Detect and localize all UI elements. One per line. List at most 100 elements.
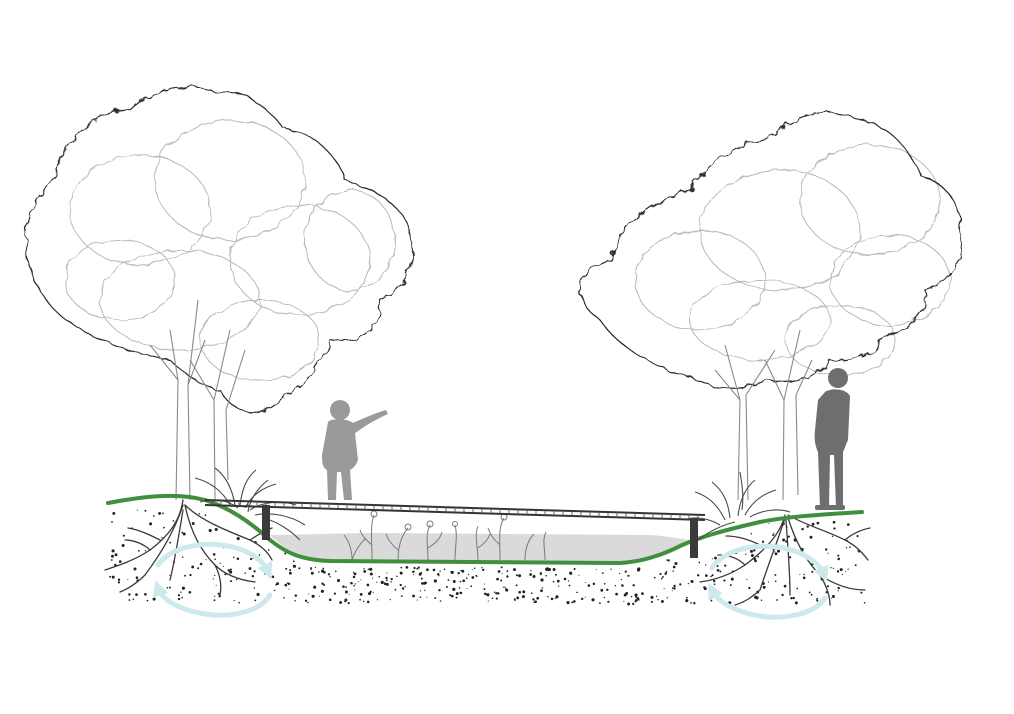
- soil-speck: [496, 578, 499, 581]
- soil-speck: [569, 585, 571, 587]
- soil-speck: [419, 573, 422, 576]
- soil-speck: [363, 570, 366, 573]
- soil-speck: [446, 586, 448, 588]
- soil-speck: [540, 589, 543, 592]
- soil-speck: [795, 601, 798, 604]
- soil-speck: [230, 569, 232, 571]
- soil-speck: [339, 601, 342, 604]
- soil-speck: [182, 587, 185, 590]
- soil-speck: [360, 579, 361, 580]
- soil-speck: [348, 602, 350, 604]
- soil-speck: [637, 568, 640, 571]
- soil-speck: [710, 600, 712, 602]
- soil-speck: [564, 578, 567, 581]
- soil-speck: [673, 566, 676, 569]
- soil-speck: [699, 562, 701, 564]
- soil-speck: [745, 553, 746, 554]
- soil-speck: [753, 549, 755, 551]
- soil-speck: [460, 581, 462, 583]
- soil-speck: [161, 537, 162, 538]
- soil-speck: [401, 595, 403, 597]
- soil-speck: [588, 584, 591, 587]
- soil-speck: [433, 569, 436, 572]
- soil-speck: [323, 571, 326, 574]
- soil-speck: [607, 601, 609, 603]
- soil-speck: [230, 580, 232, 582]
- soil-speck: [127, 579, 128, 580]
- soil-speck: [313, 586, 316, 589]
- soil-speck: [471, 576, 474, 579]
- soil-speck: [421, 578, 423, 580]
- soil-speck: [713, 580, 715, 582]
- soil-speck: [214, 596, 215, 597]
- soil-speck: [237, 558, 240, 561]
- soil-speck: [750, 550, 753, 553]
- soil-speck: [315, 567, 316, 568]
- soil-speck: [285, 568, 287, 570]
- soil-speck: [748, 587, 750, 589]
- soil-speck: [555, 574, 557, 576]
- soil-speck: [513, 568, 516, 571]
- soil-speck: [449, 594, 451, 596]
- soil-speck: [690, 602, 692, 604]
- soil-speck: [751, 533, 753, 535]
- soil-speck: [169, 575, 170, 576]
- soil-speck: [145, 550, 146, 551]
- soil-speck: [547, 596, 549, 598]
- soil-speck: [801, 528, 803, 530]
- soil-speck: [329, 576, 330, 577]
- soil-speck: [423, 583, 425, 585]
- soil-speck: [384, 582, 387, 585]
- soil-speck: [719, 571, 721, 573]
- soil-speck: [223, 566, 224, 567]
- soil-speck: [553, 568, 556, 571]
- soil-speck: [424, 590, 425, 591]
- soil-speck: [181, 597, 183, 599]
- soil-speck: [205, 559, 206, 560]
- soil-speck: [672, 570, 674, 572]
- soil-speck: [254, 587, 256, 589]
- soil-speck: [470, 585, 472, 587]
- soil-speck: [249, 567, 252, 570]
- soil-speck: [518, 574, 521, 577]
- soil-speck: [507, 570, 509, 572]
- soil-speck: [321, 590, 324, 593]
- soil-speck: [390, 599, 391, 600]
- soil-speck: [458, 572, 460, 574]
- left-trunks: [150, 300, 245, 500]
- soil-speck: [254, 600, 256, 602]
- soil-speck: [827, 585, 829, 587]
- soil-speck: [777, 550, 780, 553]
- soil-speck: [672, 590, 673, 591]
- soil-speck: [115, 553, 118, 556]
- soil-speck: [456, 592, 459, 595]
- soil-speck: [133, 567, 136, 570]
- soil-speck: [205, 514, 207, 516]
- soil-speck: [621, 579, 622, 580]
- soil-speck: [111, 521, 113, 523]
- soil-speck: [516, 596, 519, 599]
- soil-speck: [144, 593, 147, 596]
- soil-speck: [370, 591, 372, 593]
- soil-speck: [363, 568, 364, 569]
- soil-speck: [344, 600, 346, 602]
- soil-speck: [496, 598, 498, 600]
- soil-speck: [413, 567, 415, 569]
- soil-speck: [656, 596, 657, 597]
- soil-speck: [405, 586, 406, 587]
- soil-speck: [137, 510, 138, 511]
- soil-speck: [287, 582, 289, 584]
- soil-speck: [650, 596, 653, 599]
- soil-speck: [395, 589, 397, 591]
- soil-speck: [672, 587, 674, 589]
- soil-speck: [272, 576, 275, 579]
- soil-speck: [615, 593, 618, 596]
- soil-speck: [763, 586, 765, 588]
- soil-speck: [329, 598, 332, 601]
- soil-speck: [529, 573, 532, 576]
- soil-speck: [363, 601, 364, 602]
- soil-speck: [169, 542, 171, 544]
- soil-speck: [754, 560, 757, 563]
- soil-speck: [233, 557, 235, 559]
- soil-speck: [731, 578, 734, 581]
